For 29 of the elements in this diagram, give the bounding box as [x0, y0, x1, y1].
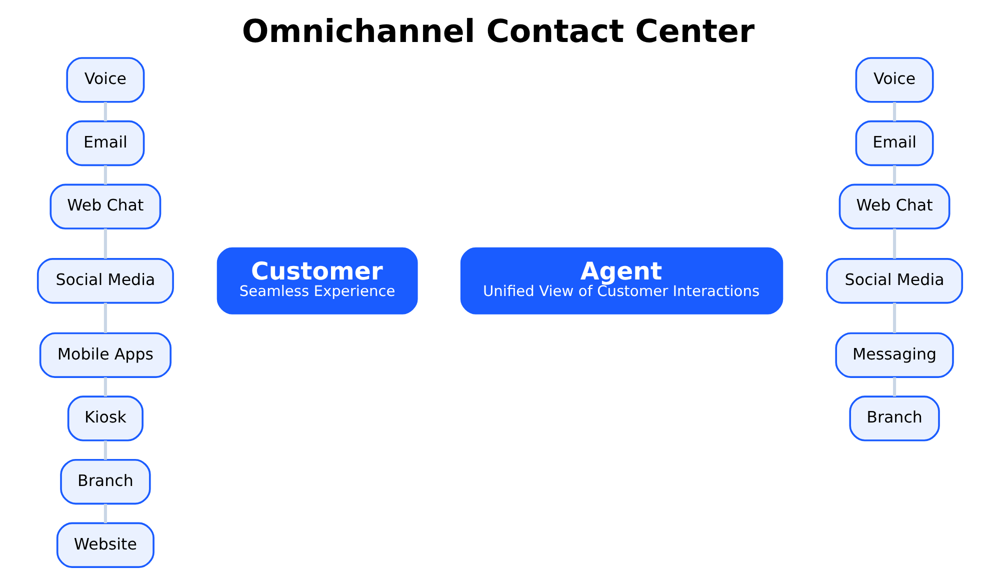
connector	[104, 440, 107, 460]
connector	[104, 228, 107, 259]
node-box: Social Media	[36, 258, 174, 304]
connector	[104, 377, 107, 396]
diagram-title: Omnichannel Contact Center	[242, 14, 755, 50]
node-box: Website	[56, 522, 154, 568]
connector	[104, 504, 107, 524]
node-box: Branch	[60, 458, 151, 505]
connector	[893, 302, 896, 333]
node-box: Email	[66, 120, 145, 166]
node-box: Agent Unified View of Customer Interactions	[460, 247, 784, 314]
connector	[104, 302, 107, 333]
connector	[104, 102, 107, 122]
connector	[893, 102, 896, 122]
node-box: Email	[855, 120, 934, 166]
node-box: Branch	[849, 396, 940, 442]
node-box: Kiosk	[67, 396, 144, 442]
connector	[893, 228, 896, 259]
node-box: Messaging	[835, 332, 954, 378]
node-box: Customer Seamless Experience	[216, 247, 418, 314]
node-box: Web Chat	[838, 184, 950, 230]
node-box: Voice	[855, 57, 934, 103]
connector	[104, 165, 107, 185]
node-box: Social Media	[826, 258, 964, 304]
node-box: Mobile Apps	[39, 332, 172, 378]
connector	[893, 165, 896, 185]
node-box: Voice	[66, 57, 145, 103]
connector	[893, 377, 896, 396]
node-box: Web Chat	[50, 184, 162, 230]
